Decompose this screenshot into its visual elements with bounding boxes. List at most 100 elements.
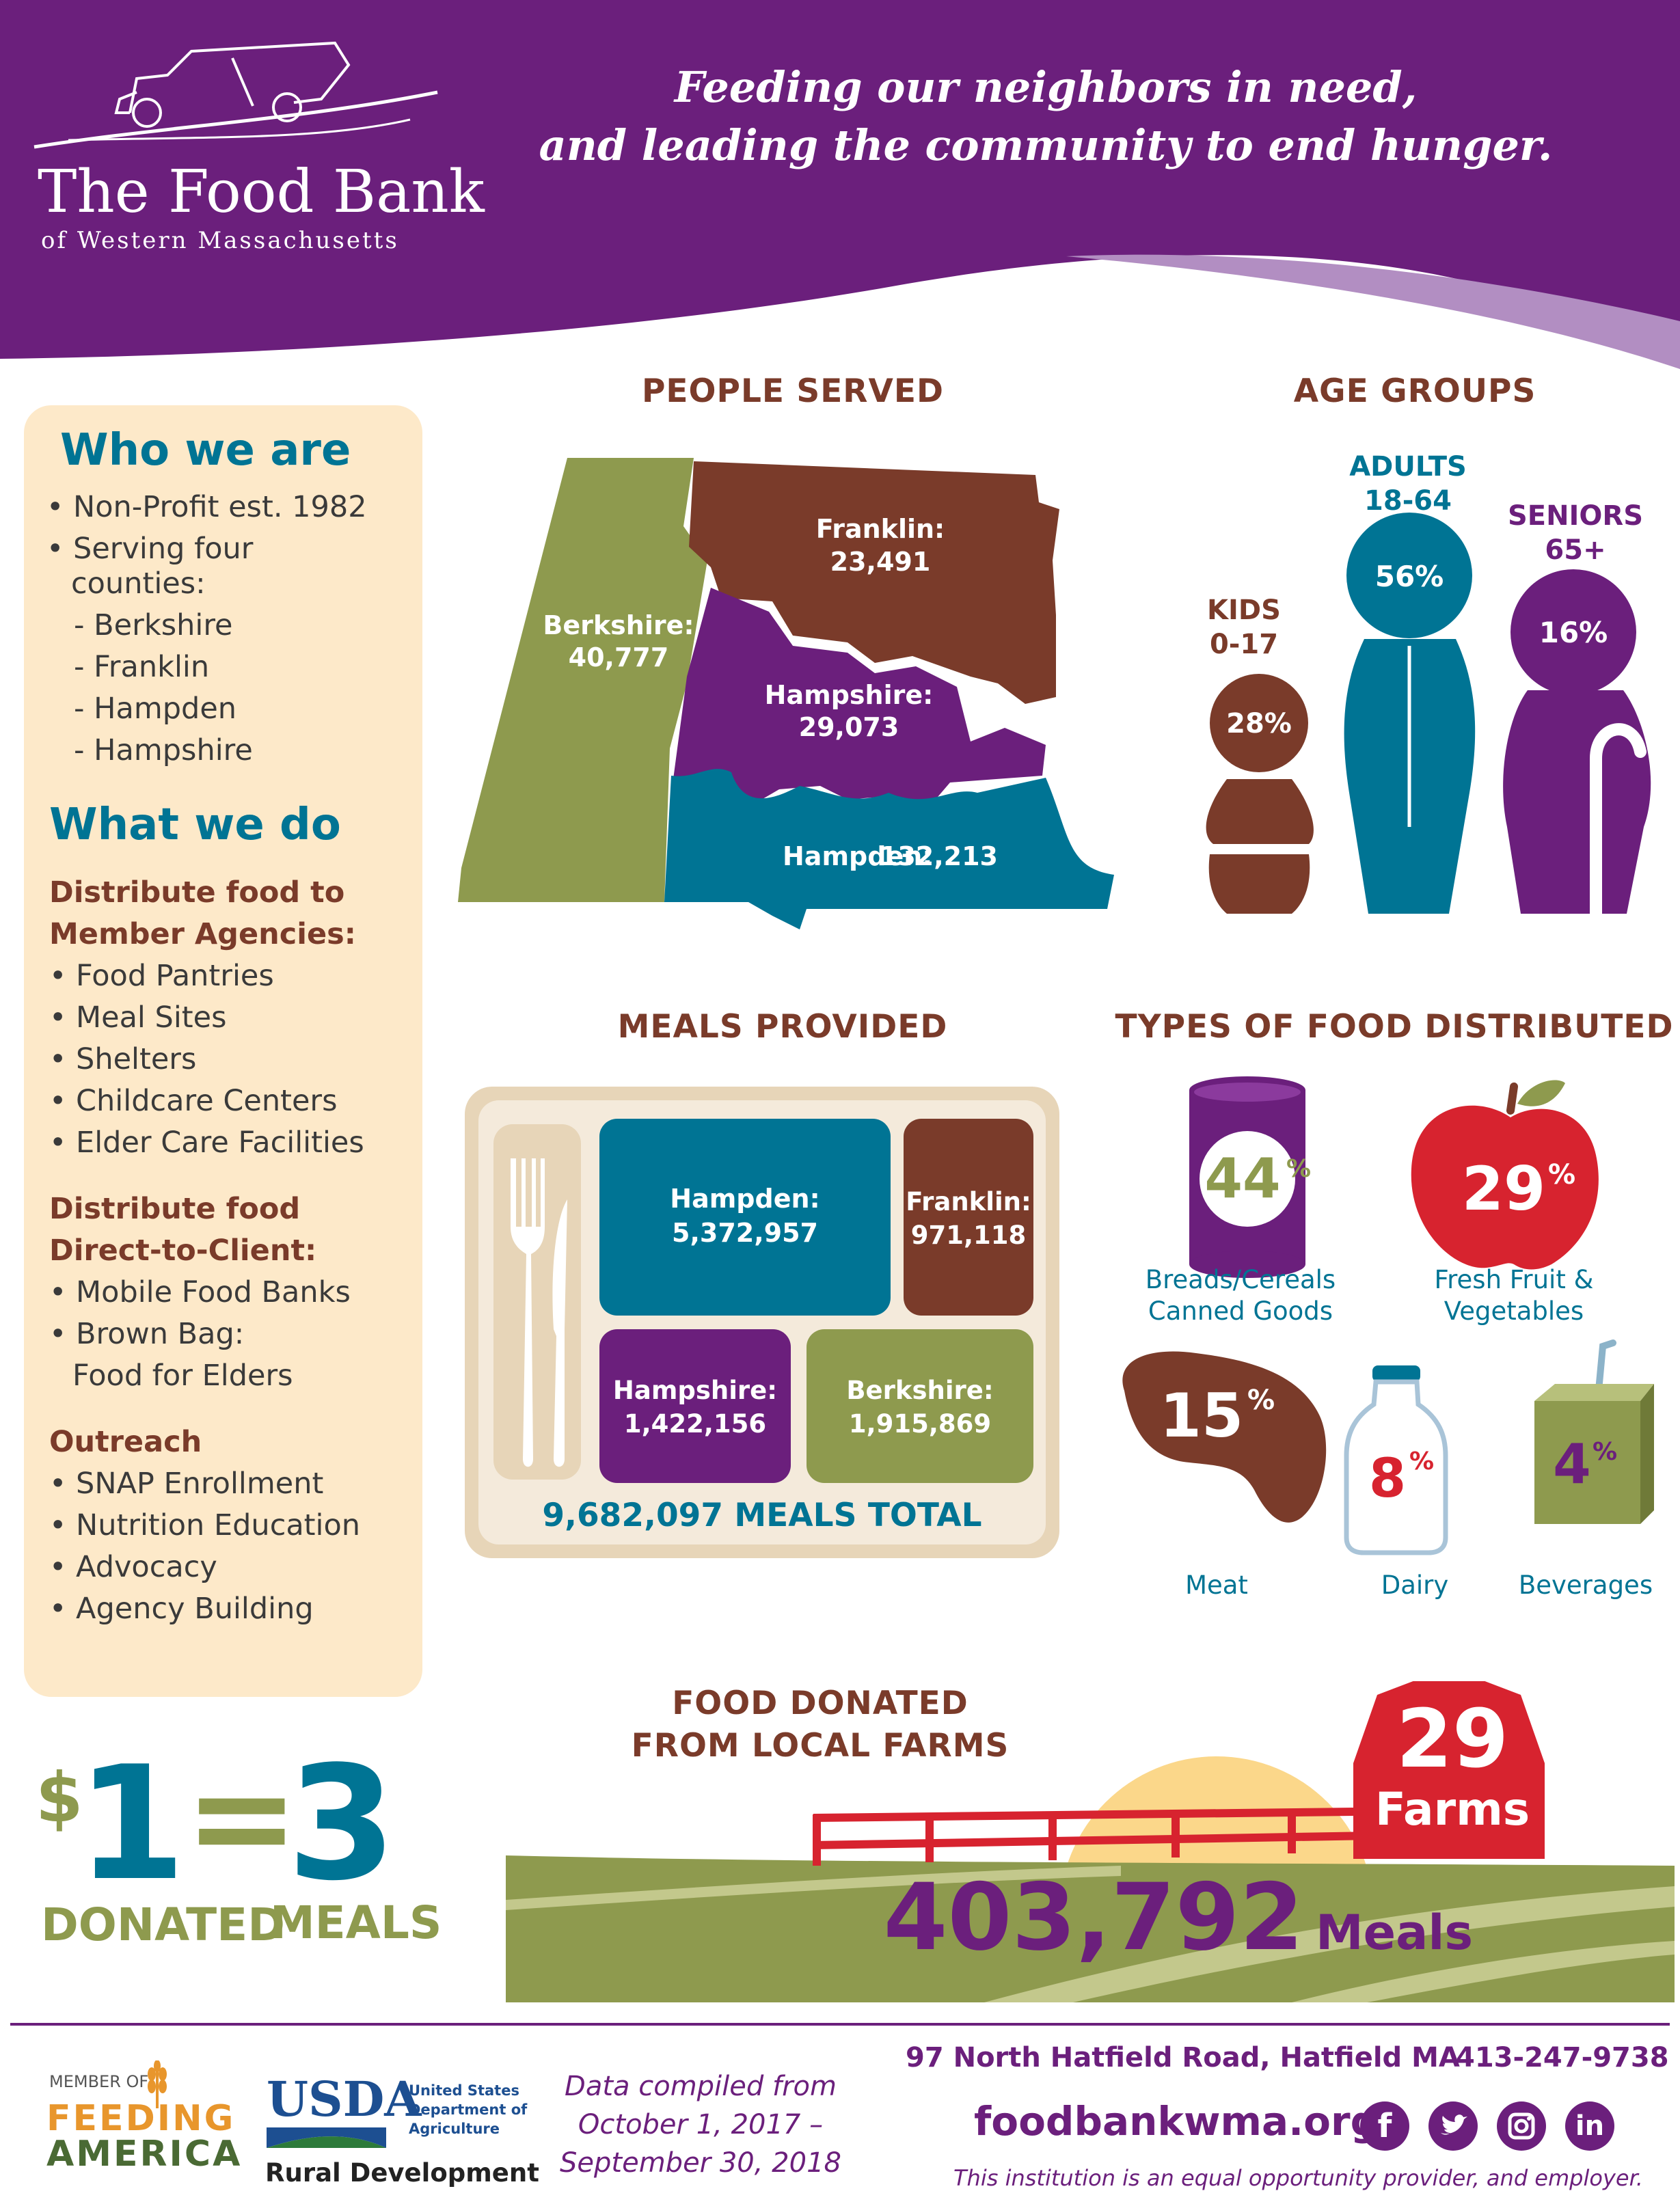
- list-item: • Elder Care Facilities: [49, 1126, 364, 1160]
- apple-icon: 29 %: [1411, 1080, 1599, 1270]
- farm-meals-label: Meals: [1316, 1905, 1473, 1961]
- food-types-title: TYPES OF FOOD DISTRIBUTED: [1115, 1008, 1674, 1046]
- list-item: - Hampden: [74, 692, 237, 726]
- group-heading: Direct-to-Client:: [49, 1234, 317, 1268]
- equal-opportunity: This institution is an equal opportunity…: [953, 2165, 1643, 2191]
- berkshire-label: Berkshire:: [543, 610, 694, 640]
- footer-divider: [10, 2023, 1670, 2026]
- usda-swoosh-icon: [267, 2127, 386, 2148]
- adult-figure-icon: 56%: [1344, 513, 1476, 914]
- meals-hampden-label: Hampden:: [670, 1184, 820, 1214]
- group-heading: Member Agencies:: [49, 917, 356, 951]
- meat-label: Meat: [1185, 1570, 1248, 1600]
- kids-label: KIDS 0-17: [1182, 593, 1305, 662]
- list-item: • Mobile Food Banks: [49, 1275, 351, 1309]
- twitter-icon[interactable]: [1428, 2101, 1478, 2151]
- barn-icon: [1353, 1681, 1545, 1859]
- list-item: • Meal Sites: [49, 1001, 227, 1035]
- list-item: • SNAP Enrollment: [49, 1467, 324, 1501]
- farms-label: Farms: [1375, 1783, 1530, 1836]
- adults-pct: 56%: [1375, 560, 1444, 593]
- meals-amount: 3: [287, 1733, 397, 1916]
- meals-franklin-value: 971,118: [910, 1221, 1027, 1250]
- milk-bottle-icon: 8 %: [1344, 1365, 1448, 1555]
- list-item: - Franklin: [74, 650, 210, 684]
- fa-member: MEMBER OF: [49, 2072, 149, 2091]
- apple-label-2: Vegetables: [1444, 1296, 1584, 1326]
- data-line-2: October 1, 2017 –: [578, 2109, 824, 2140]
- list-item: - Berkshire: [74, 608, 233, 642]
- org-subtitle: of Western Massachusetts: [41, 227, 399, 254]
- apple-label-1: Fresh Fruit &: [1434, 1265, 1594, 1294]
- instagram-icon[interactable]: [1497, 2101, 1546, 2151]
- list-item: counties:: [71, 567, 206, 601]
- apple-pct-sign: %: [1548, 1159, 1575, 1190]
- utensil-slot: [493, 1124, 581, 1480]
- usda-logo: USDA: [267, 2071, 422, 2127]
- list-item: • Nutrition Education: [49, 1508, 361, 1542]
- hampden-value: 132,213: [880, 841, 998, 871]
- people-served-title: PEOPLE SERVED: [641, 372, 944, 410]
- meals-hampden-value: 5,372,957: [672, 1218, 818, 1248]
- juice-pct-sign: %: [1593, 1438, 1617, 1466]
- can-label-1: Breads/Cereals: [1145, 1265, 1336, 1294]
- fence-icon: [813, 1807, 1415, 1866]
- meat-pct-sign: %: [1247, 1385, 1275, 1416]
- meals-hampshire-value: 1,422,156: [623, 1409, 767, 1439]
- meals-hampshire-label: Hampshire:: [612, 1376, 778, 1405]
- usda-line-2: Department of: [409, 2101, 528, 2118]
- farm-meals-value: 403,792: [884, 1864, 1304, 1971]
- meals-franklin-label: Franklin:: [906, 1187, 1031, 1216]
- list-item: • Brown Bag:: [49, 1317, 245, 1351]
- header-banner: [0, 0, 1680, 369]
- linkedin-icon[interactable]: in: [1565, 2101, 1614, 2151]
- phone: 413-247-9738: [1456, 2042, 1669, 2073]
- seniors-label-2: 65+: [1545, 534, 1606, 566]
- list-item: • Shelters: [49, 1042, 197, 1076]
- adults-label-2: 18-64: [1364, 485, 1452, 517]
- seniors-label-1: SENIORS: [1507, 500, 1644, 532]
- franklin-value: 23,491: [830, 547, 931, 577]
- milk-pct-number: 8: [1369, 1448, 1406, 1510]
- what-we-do-list: Distribute food to Member Agencies: • Fo…: [49, 872, 411, 1630]
- tagline-line-1: Feeding our neighbors in need,: [674, 62, 1418, 112]
- meals-hampden-cell: Hampden: 5,372,957: [599, 1119, 891, 1316]
- fa-line1: FEEDING: [46, 2098, 236, 2139]
- dollar-sign: $: [36, 1758, 83, 1838]
- farm-scene: 29 Farms 403,792 Meals: [506, 1681, 1675, 2002]
- who-we-are-list: • Non-Profit est. 1982 • Serving four co…: [46, 487, 367, 772]
- farms-title: FOOD DONATED FROM LOCAL FARMS: [601, 1683, 1039, 1767]
- group-heading: Distribute food: [49, 1192, 301, 1226]
- farms-title-1: FOOD DONATED: [672, 1685, 968, 1722]
- age-figures: 28% 56% 16%: [1206, 513, 1651, 916]
- wheat-icon: [148, 2060, 167, 2108]
- group-heading: Outreach: [49, 1425, 202, 1459]
- usda-text: United States Department of Agriculture: [409, 2081, 527, 2138]
- meals-label: MEALS: [270, 1896, 442, 1949]
- dairy-label: Dairy: [1381, 1570, 1449, 1600]
- farms-title-2: FROM LOCAL FARMS: [631, 1727, 1010, 1765]
- can-pct-number: 44: [1204, 1147, 1280, 1210]
- fork-knife-icon: [511, 1158, 567, 1467]
- list-item: • Food Pantries: [49, 959, 274, 993]
- tagline: Feeding our neighbors in need, and leadi…: [506, 58, 1586, 174]
- age-groups-title: AGE GROUPS: [1293, 372, 1536, 410]
- can-label: Breads/Cereals Canned Goods: [1121, 1264, 1360, 1327]
- juice-pct-number: 4: [1553, 1432, 1591, 1496]
- donated-label: DONATED: [41, 1899, 285, 1951]
- meals-berkshire-cell: Berkshire: 1,915,869: [807, 1329, 1033, 1483]
- usda-line-1: United States: [409, 2082, 519, 2099]
- apple-label: Fresh Fruit & Vegetables: [1394, 1264, 1634, 1327]
- hampden-label: Hampden:: [783, 841, 932, 871]
- group-heading: Distribute food to: [49, 875, 345, 910]
- address: 97 North Hatfield Road, Hatfield MA: [906, 2042, 1460, 2073]
- kids-label-1: KIDS: [1207, 595, 1281, 626]
- kid-figure-icon: 28%: [1206, 674, 1314, 914]
- list-item: Food for Elders: [72, 1359, 293, 1393]
- data-compiled: Data compiled from October 1, 2017 – Sep…: [543, 2067, 858, 2182]
- website-link[interactable]: foodbankwma.org: [974, 2098, 1379, 2145]
- data-line-1: Data compiled from: [565, 2071, 837, 2102]
- beverages-label: Beverages: [1518, 1570, 1653, 1600]
- facebook-icon[interactable]: f: [1360, 2101, 1409, 2151]
- food-icons: 44 % 29 % 15 % 8 % 4 %: [1122, 1076, 1654, 1555]
